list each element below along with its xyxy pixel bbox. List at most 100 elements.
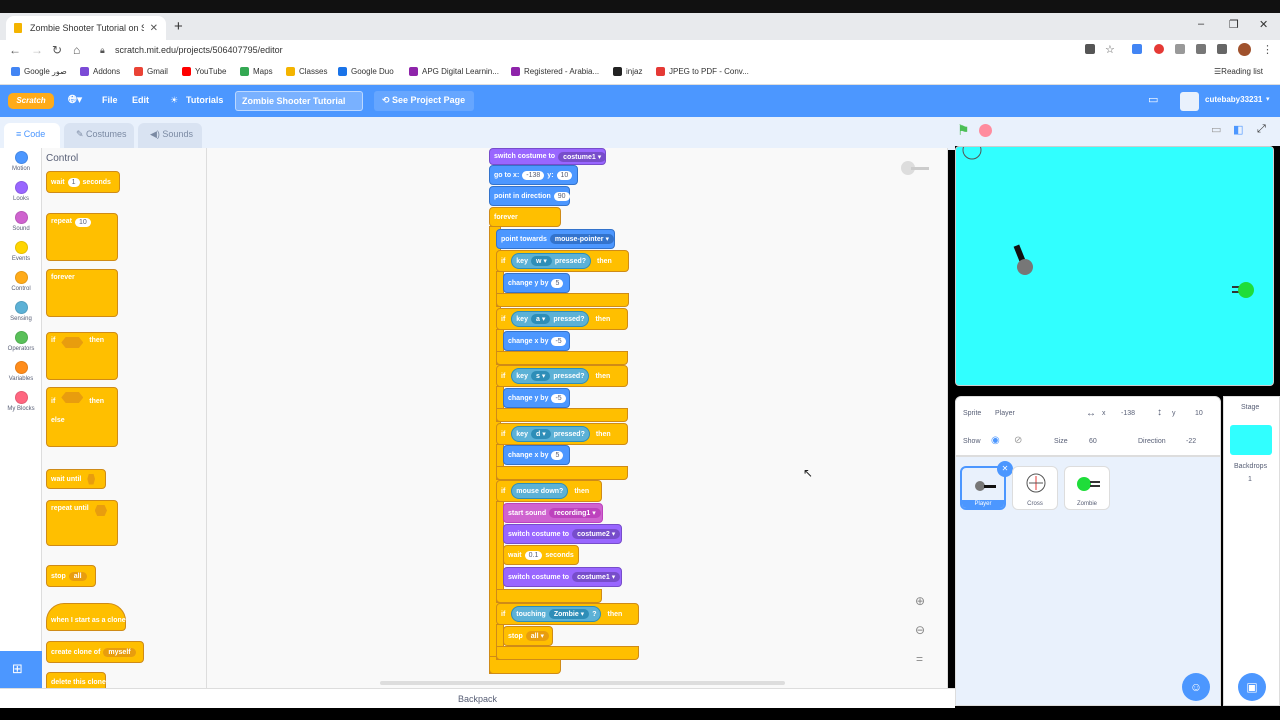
account-caret-icon[interactable]: ▾ [1266, 96, 1270, 103]
key-dropdown[interactable]: w ▾ [530, 256, 552, 266]
tab-costumes[interactable]: ✎ Costumes [64, 123, 134, 148]
sprite-tile-player[interactable]: ✕ Player [960, 461, 1013, 510]
stop-dropdown[interactable]: all [68, 571, 87, 581]
condition-slot[interactable] [61, 337, 84, 348]
close-window-button[interactable]: ✕ [1259, 19, 1269, 31]
mouse-down-reporter[interactable]: mouse down? [511, 483, 569, 499]
workspace-scrollbar[interactable] [380, 681, 785, 685]
choose-sprite-button[interactable]: ☺ [1182, 673, 1210, 701]
new-tab-button[interactable]: + [174, 18, 183, 35]
sprite-name-field[interactable]: Player [995, 410, 1015, 417]
camera-icon[interactable] [1085, 44, 1095, 54]
change-y-block[interactable]: change y by-5 [503, 388, 570, 408]
username[interactable]: cutebaby33231 [1205, 95, 1263, 104]
maximize-button[interactable]: ❐ [1229, 19, 1239, 31]
sprite-tile-cross[interactable]: Cross [1012, 466, 1058, 510]
delete-clone-block[interactable]: delete this clone [46, 672, 106, 688]
hide-eye-icon[interactable]: ⊘ [1014, 435, 1023, 446]
costume-dropdown[interactable]: costume1 ▾ [558, 151, 607, 162]
bookmark-item[interactable]: Addons [80, 67, 120, 76]
category-variables[interactable]: Variables [0, 361, 42, 382]
choose-backdrop-button[interactable]: ▣ [1238, 673, 1266, 701]
go-y-input[interactable]: 10 [556, 170, 573, 180]
bookmark-item[interactable]: injaz [613, 67, 642, 76]
lock-icon[interactable]: 🔒︎ [100, 45, 105, 55]
key-dropdown[interactable]: s ▾ [530, 371, 551, 381]
size-field[interactable]: 60 [1089, 438, 1097, 445]
user-avatar[interactable] [1180, 92, 1199, 111]
stop-dropdown[interactable]: all ▾ [525, 631, 550, 641]
green-flag-icon[interactable]: ⚑ [957, 122, 970, 138]
close-tab-icon[interactable]: ✕ [149, 22, 158, 34]
backpack-bar[interactable]: Backpack [0, 688, 955, 708]
bookmark-star-icon[interactable]: ☆ [1105, 44, 1115, 56]
show-eye-icon[interactable]: ◉ [991, 435, 1000, 446]
backdrop-thumbnail[interactable] [1230, 425, 1272, 455]
my-stuff-folder-icon[interactable]: ▭ [1148, 94, 1159, 106]
clone-hat-block[interactable]: when I start as a clone [46, 603, 126, 631]
key-dropdown[interactable]: d ▾ [530, 429, 551, 439]
forever-block[interactable]: forever [489, 207, 561, 227]
bookmark-item[interactable]: Gmail [134, 67, 168, 76]
bookmark-item[interactable]: APG Digital Learnin... [409, 67, 499, 76]
reading-list-button[interactable]: ☰ Reading list [1214, 67, 1263, 76]
bookmark-item[interactable]: Maps [240, 67, 273, 76]
change-x-block[interactable]: change x by-5 [503, 331, 570, 351]
workspace-toggle[interactable] [901, 161, 935, 175]
tab-code[interactable]: ≡ Code [4, 123, 60, 148]
category-events[interactable]: Events [0, 241, 42, 262]
profile-avatar-icon[interactable] [1238, 43, 1251, 56]
change-y-input[interactable]: 5 [551, 278, 564, 288]
zoom-reset-icon[interactable]: = [916, 652, 924, 666]
kebab-menu-icon[interactable]: ⋮ [1262, 44, 1273, 56]
browser-tab[interactable]: Zombie Shooter Tutorial on Scratch ✕ [6, 16, 166, 40]
stage-selector[interactable]: Stage Backdrops 1 ▣ [1223, 396, 1280, 706]
forward-arrow-icon[interactable]: → [31, 43, 43, 57]
repeat-input[interactable]: 10 [75, 218, 91, 227]
category-looks[interactable]: Looks [0, 181, 42, 202]
small-stage-icon[interactable]: ▭ [1211, 124, 1222, 136]
normal-stage-icon[interactable]: ◧ [1233, 124, 1244, 136]
costume-dropdown[interactable]: costume1 ▾ [572, 572, 621, 582]
scratch-logo[interactable]: Scratch [8, 93, 54, 109]
project-title-input[interactable]: Zombie Shooter Tutorial [235, 91, 363, 111]
zoom-out-icon[interactable]: ⊖ [915, 623, 926, 637]
translate-icon[interactable] [1132, 44, 1142, 54]
category-motion[interactable]: Motion [0, 151, 42, 172]
add-extension-button[interactable]: ⊞ [0, 651, 42, 688]
y-field[interactable]: 10 [1195, 410, 1203, 417]
sound-dropdown[interactable]: recording1 ▾ [549, 508, 601, 518]
change-y-input[interactable]: -5 [551, 393, 566, 403]
sprite-tile-zombie[interactable]: Zombie [1064, 466, 1110, 510]
delete-sprite-icon[interactable]: ✕ [997, 461, 1013, 477]
go-x-input[interactable]: -138 [522, 170, 545, 180]
x-field[interactable]: -138 [1121, 410, 1136, 417]
stop-sign-icon[interactable] [979, 124, 992, 137]
repeat-until-block[interactable]: repeat until [46, 500, 118, 546]
key-dropdown[interactable]: a ▾ [530, 314, 551, 324]
change-x-input[interactable]: -5 [551, 336, 566, 346]
tutorials-button[interactable]: Tutorials [186, 95, 224, 105]
file-menu[interactable]: File [102, 95, 118, 105]
edit-menu[interactable]: Edit [132, 95, 149, 105]
category-my-blocks[interactable]: My Blocks [0, 391, 42, 412]
touching-dropdown[interactable]: Zombie ▾ [548, 609, 590, 619]
zoom-in-icon[interactable]: ⊕ [915, 594, 926, 608]
bookmark-item[interactable]: Classes [286, 67, 327, 76]
see-project-page-button[interactable]: ⟲ See Project Page [374, 91, 474, 111]
wait-until-block[interactable]: wait until [46, 469, 106, 489]
bookmark-item[interactable]: YouTube [182, 67, 226, 76]
costume-dropdown[interactable]: costume2 ▾ [572, 529, 621, 539]
wait-input[interactable]: 1 [67, 177, 80, 187]
